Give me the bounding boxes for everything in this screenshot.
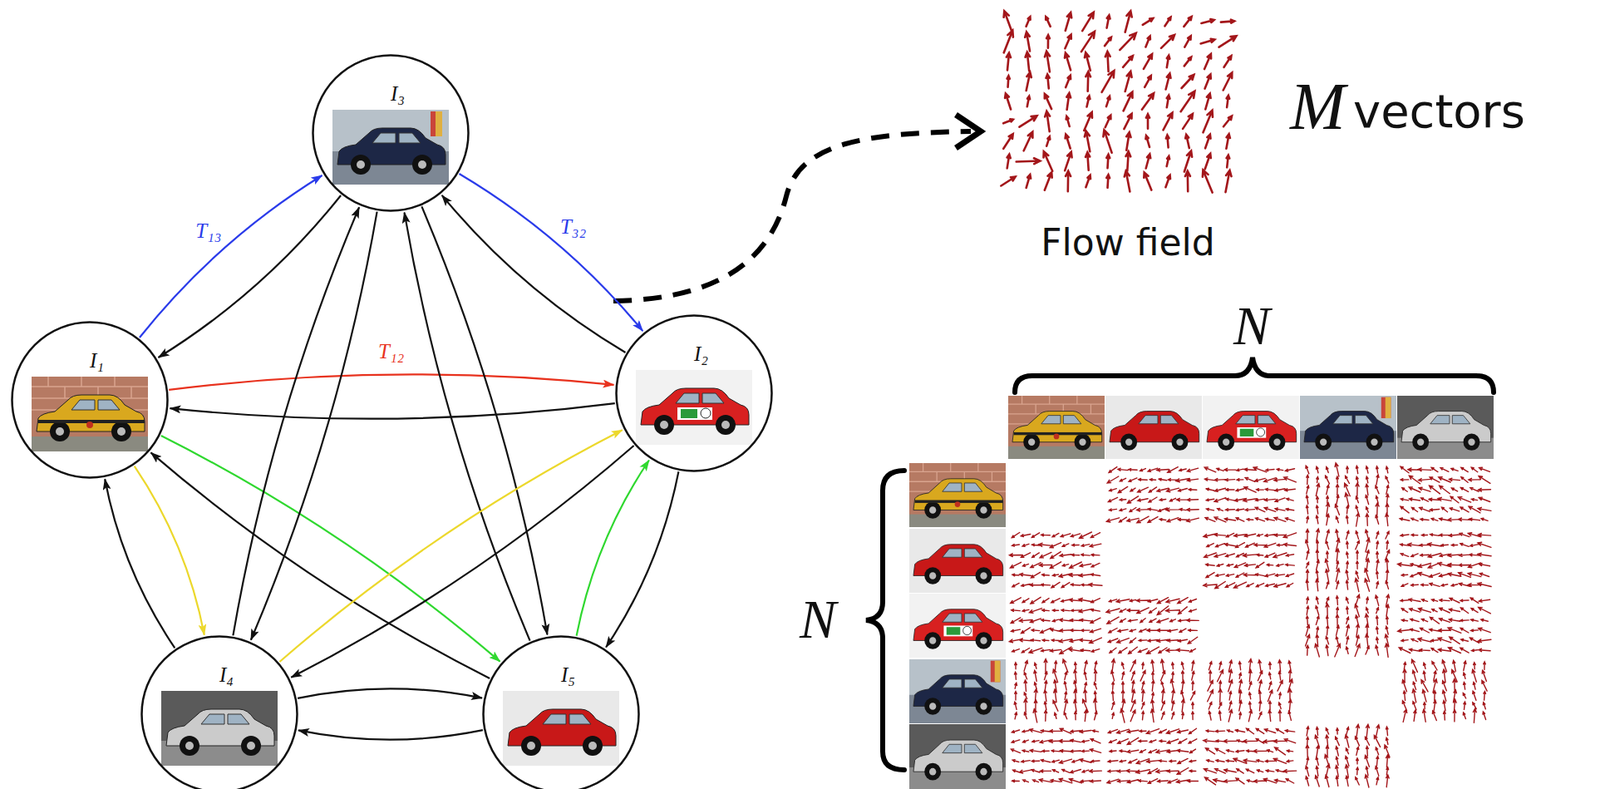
- flow-vectors: [1000, 10, 1236, 192]
- transform-arrow: [279, 429, 622, 662]
- transform-arrow: [232, 206, 360, 636]
- node-label: I₅: [561, 664, 576, 685]
- transform-arrow: [170, 403, 616, 419]
- flow-vectors: [1107, 728, 1198, 783]
- flow-vectors: [1204, 467, 1296, 522]
- transform-arrow: [134, 466, 205, 636]
- car-photo: [332, 109, 449, 185]
- transform-arrow: [251, 211, 378, 640]
- car-photo: [502, 690, 620, 766]
- transform-arrow: [421, 206, 547, 635]
- flow-vectors: [1305, 723, 1390, 788]
- node-circle: [140, 635, 299, 789]
- flow-matrix: [1009, 462, 1492, 788]
- car-thumbnail: [1105, 395, 1202, 459]
- node-label: I₃: [390, 83, 405, 104]
- callout-arrow: [613, 131, 971, 301]
- edge-label: T₁₂: [375, 339, 407, 363]
- flow-vectors: [1014, 659, 1098, 723]
- flow-vectors: [1011, 728, 1103, 783]
- car-thumbnail: [1299, 395, 1397, 459]
- flow-vectors: [1106, 467, 1199, 523]
- brace: [866, 470, 905, 770]
- image-node: I₄: [140, 635, 299, 789]
- node-circle: [482, 635, 640, 789]
- transform-arrow: [161, 435, 501, 662]
- dimension-symbol: N: [799, 591, 837, 647]
- node-label: I₁: [89, 349, 104, 371]
- flow-vectors: [1207, 659, 1294, 723]
- image-node: I₅: [482, 635, 640, 789]
- callout-arrowhead: [955, 114, 981, 148]
- flow-vectors: [1305, 594, 1390, 657]
- flow-vectors: [1305, 528, 1390, 592]
- flow-vectors: [1398, 597, 1492, 653]
- car-photo: [161, 690, 278, 766]
- transform-arrow: [459, 173, 644, 331]
- flow-vectors: [1203, 532, 1297, 589]
- edge-label: T₃₂: [557, 215, 589, 238]
- dimension-symbol: N: [1233, 298, 1271, 354]
- car-thumbnail: [909, 462, 1006, 527]
- node-label: I₂: [694, 343, 709, 365]
- brace: [1014, 357, 1494, 393]
- flow-vectors: [1305, 462, 1389, 527]
- flow-vectors: [1106, 597, 1199, 655]
- transform-arrow: [605, 471, 679, 647]
- node-circle: [311, 54, 470, 212]
- image-node: I₃: [311, 54, 470, 212]
- image-node: I₂: [615, 314, 773, 473]
- flow-vectors: [1111, 659, 1196, 723]
- edge-label: T₁₃: [192, 219, 224, 242]
- figure-caption: Flow field: [1040, 224, 1215, 261]
- car-thumbnail: [909, 528, 1006, 593]
- annotation: vectors: [1353, 88, 1526, 135]
- car-thumbnail: [1202, 395, 1300, 459]
- transform-arrow: [404, 212, 531, 641]
- flow-vectors: [1203, 728, 1297, 785]
- flow-field: [1000, 10, 1236, 192]
- node-circle: [615, 314, 773, 473]
- car-thumbnail: [909, 593, 1006, 658]
- transform-arrow: [104, 478, 175, 648]
- transform-arrow: [151, 452, 491, 679]
- image-node: I₁: [10, 320, 169, 479]
- flow-vectors: [1009, 531, 1103, 588]
- node-label: I₄: [219, 664, 234, 685]
- flow-vectors: [1398, 532, 1492, 587]
- transform-arrow: [158, 195, 342, 358]
- transform-arrow: [290, 445, 634, 678]
- transform-arrow: [139, 175, 323, 338]
- flow-vectors: [1402, 659, 1487, 723]
- flow-vectors: [1399, 466, 1492, 522]
- transform-arrow: [298, 729, 483, 739]
- math-symbol: M: [1289, 73, 1346, 140]
- flow-vectors: [1009, 596, 1102, 654]
- car-thumbnail: [1397, 395, 1494, 459]
- car-thumbnail: [1008, 395, 1105, 459]
- transform-arrow: [576, 460, 650, 636]
- transform-arrow: [297, 688, 483, 698]
- car-thumbnail: [909, 659, 1006, 724]
- node-circle: [10, 320, 169, 479]
- transform-arrow: [168, 374, 614, 390]
- car-photo: [635, 369, 753, 445]
- car-thumbnail: [909, 723, 1006, 789]
- car-photo: [31, 376, 148, 452]
